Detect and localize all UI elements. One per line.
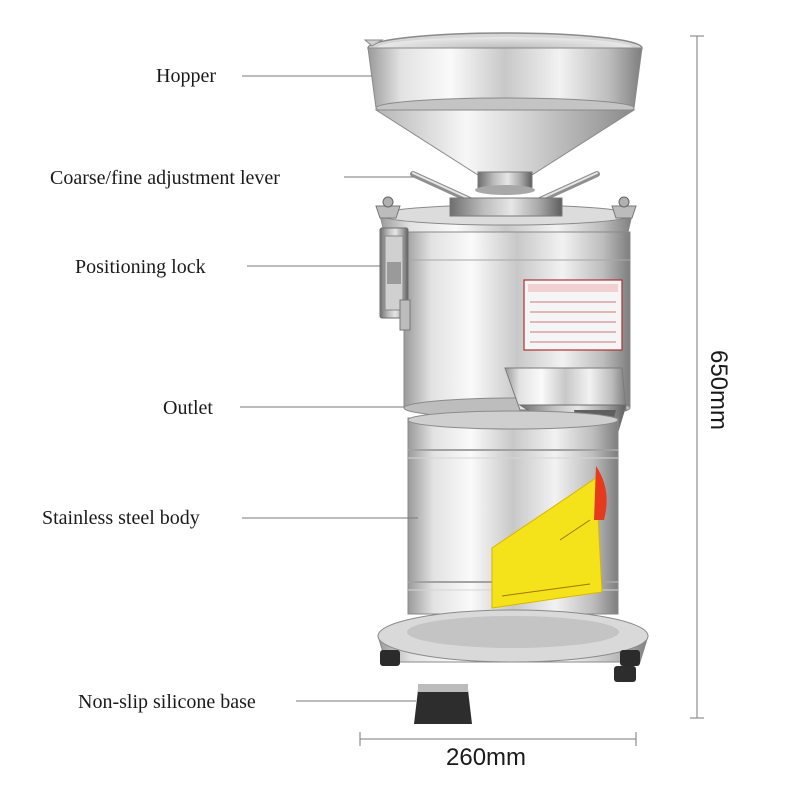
height-dimension-label: 650mm — [705, 349, 732, 431]
positioning-lock-part — [379, 227, 411, 331]
callout-positioning-lock: Positioning lock — [75, 256, 206, 278]
callout-hopper: Hopper — [156, 65, 216, 87]
width-dimension-label: 260mm — [446, 744, 527, 771]
silicone-base-part — [377, 609, 649, 724]
callout-lines — [240, 75, 418, 702]
stainless-body-part — [407, 410, 619, 615]
top-flange-part — [375, 196, 637, 233]
callout-stainless-body: Stainless steel body — [42, 507, 200, 529]
dimension-lines — [359, 35, 704, 746]
hopper-part — [363, 32, 643, 195]
callout-silicone-base: Non-slip silicone base — [78, 691, 256, 713]
callout-outlet: Outlet — [163, 397, 213, 419]
callout-adjustment-lever: Coarse/fine adjustment lever — [50, 167, 280, 189]
adjustment-lever-part — [410, 171, 600, 203]
